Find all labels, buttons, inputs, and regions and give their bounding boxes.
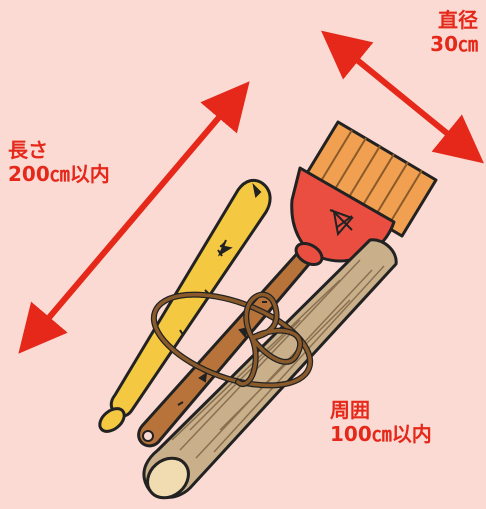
diameter-arrow (321, 30, 484, 164)
circumference-label-title: 周囲 (330, 398, 370, 422)
circumference-label-value: 100㎝以内 (330, 422, 432, 446)
diameter-label-title: 直径 (438, 8, 478, 32)
length-arrow (18, 81, 250, 354)
length-label-value: 200㎝以内 (8, 162, 110, 186)
length-label-title: 長さ (8, 138, 48, 162)
diameter-label-value: 30㎝ (430, 32, 478, 56)
circumference-label: 周囲 100㎝以内 (330, 398, 432, 446)
baseball-bat (98, 178, 272, 433)
brush-head (290, 120, 438, 266)
diameter-label: 直径 30㎝ (392, 8, 478, 56)
wooden-log (142, 238, 398, 500)
length-label: 長さ 200㎝以内 (8, 138, 110, 186)
rope (150, 291, 314, 389)
